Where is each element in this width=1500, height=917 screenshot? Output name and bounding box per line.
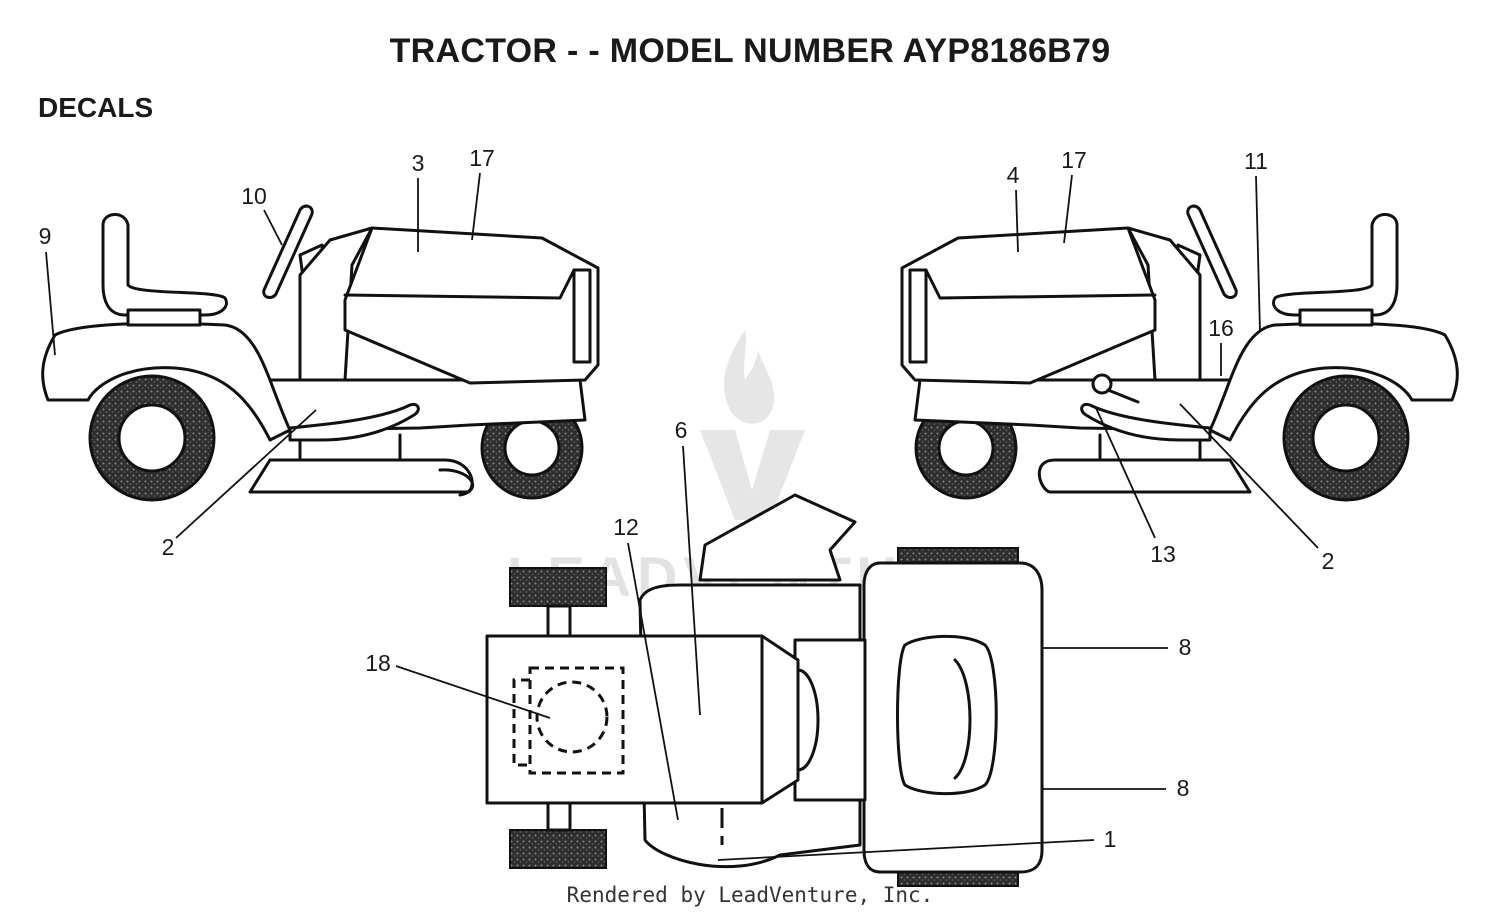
leader-17-left xyxy=(471,172,481,241)
leader-1 xyxy=(717,839,1095,861)
deck-lift-arm xyxy=(1080,402,1212,442)
seat xyxy=(101,213,228,317)
hood-crease xyxy=(924,268,1157,300)
footer-credit: Rendered by LeadVenture, Inc. xyxy=(566,883,934,907)
seat-base xyxy=(1298,308,1374,327)
leader-18 xyxy=(395,665,551,719)
lift-lever-knob xyxy=(1091,373,1113,395)
front-hub xyxy=(503,419,561,477)
discharge-chute xyxy=(698,493,857,582)
seat-base xyxy=(126,308,202,327)
leader-17-right xyxy=(1063,174,1073,244)
headlight-grille xyxy=(908,268,928,364)
hood xyxy=(343,226,600,385)
leader-13 xyxy=(1095,407,1156,539)
seat-top xyxy=(896,634,998,796)
decal-area-circle xyxy=(535,680,609,754)
callout-17-right: 17 xyxy=(1061,147,1087,173)
callout-16: 16 xyxy=(1208,315,1234,341)
section-heading: DECALS xyxy=(38,92,154,123)
callout-3: 3 xyxy=(412,150,425,176)
lift-lever xyxy=(1106,388,1140,404)
dash-panel xyxy=(1126,226,1202,382)
dash-panel xyxy=(298,226,374,382)
callout-6: 6 xyxy=(675,417,688,443)
decal-area-tab xyxy=(512,678,530,767)
callout-4: 4 xyxy=(1007,162,1020,188)
tractor-right-side-view: 4 17 11 16 13 2 xyxy=(900,147,1459,574)
front-hub xyxy=(937,419,995,477)
leader-9 xyxy=(45,251,56,356)
frame-rail xyxy=(266,378,587,432)
deck-cable xyxy=(438,468,474,497)
leader-6 xyxy=(682,445,701,716)
tractor-top-view: 6 12 18 8 8 1 xyxy=(365,417,1192,887)
callout-17-left: 17 xyxy=(469,145,495,171)
callout-12: 12 xyxy=(613,514,639,540)
mower-deck xyxy=(1037,458,1252,494)
callout-9: 9 xyxy=(39,223,52,249)
callout-1: 1 xyxy=(1104,826,1117,852)
callout-8-upper: 8 xyxy=(1179,634,1192,660)
leader-11 xyxy=(1255,175,1261,333)
front-axle-top xyxy=(546,604,572,638)
tractor-left-side-view: 9 10 3 17 2 xyxy=(39,145,600,560)
decal-area-outline xyxy=(528,666,625,775)
page-title: TRACTOR - - MODEL NUMBER AYP8186B79 xyxy=(389,32,1111,70)
frame-rail xyxy=(913,378,1234,432)
deck-lift-arm xyxy=(288,402,420,442)
seat xyxy=(1272,213,1399,317)
front-tire-bottom xyxy=(509,829,607,869)
seat-back-top xyxy=(953,658,972,780)
rear-hub xyxy=(1311,403,1381,473)
leader-10 xyxy=(263,209,283,246)
front-axle-bottom xyxy=(546,800,572,832)
leader-12 xyxy=(627,542,679,821)
callout-8-lower: 8 xyxy=(1177,775,1190,801)
callout-11: 11 xyxy=(1244,148,1268,174)
callout-2-left: 2 xyxy=(162,534,175,560)
callout-10: 10 xyxy=(241,183,267,209)
rear-hub xyxy=(117,403,187,473)
hood-top xyxy=(485,634,800,805)
callout-2-right: 2 xyxy=(1322,548,1335,574)
steering-wheel xyxy=(262,204,314,299)
front-tire-top xyxy=(509,567,607,607)
headlight-grille xyxy=(572,268,592,364)
callout-13: 13 xyxy=(1150,541,1176,567)
leader-2-right xyxy=(1179,403,1319,549)
leader-4 xyxy=(1015,189,1019,253)
mower-deck xyxy=(248,458,474,494)
hood-crease xyxy=(343,268,576,300)
leader-2-left xyxy=(175,409,317,539)
callout-18: 18 xyxy=(365,650,391,676)
hood xyxy=(900,226,1157,385)
steering-wheel xyxy=(1186,204,1238,299)
